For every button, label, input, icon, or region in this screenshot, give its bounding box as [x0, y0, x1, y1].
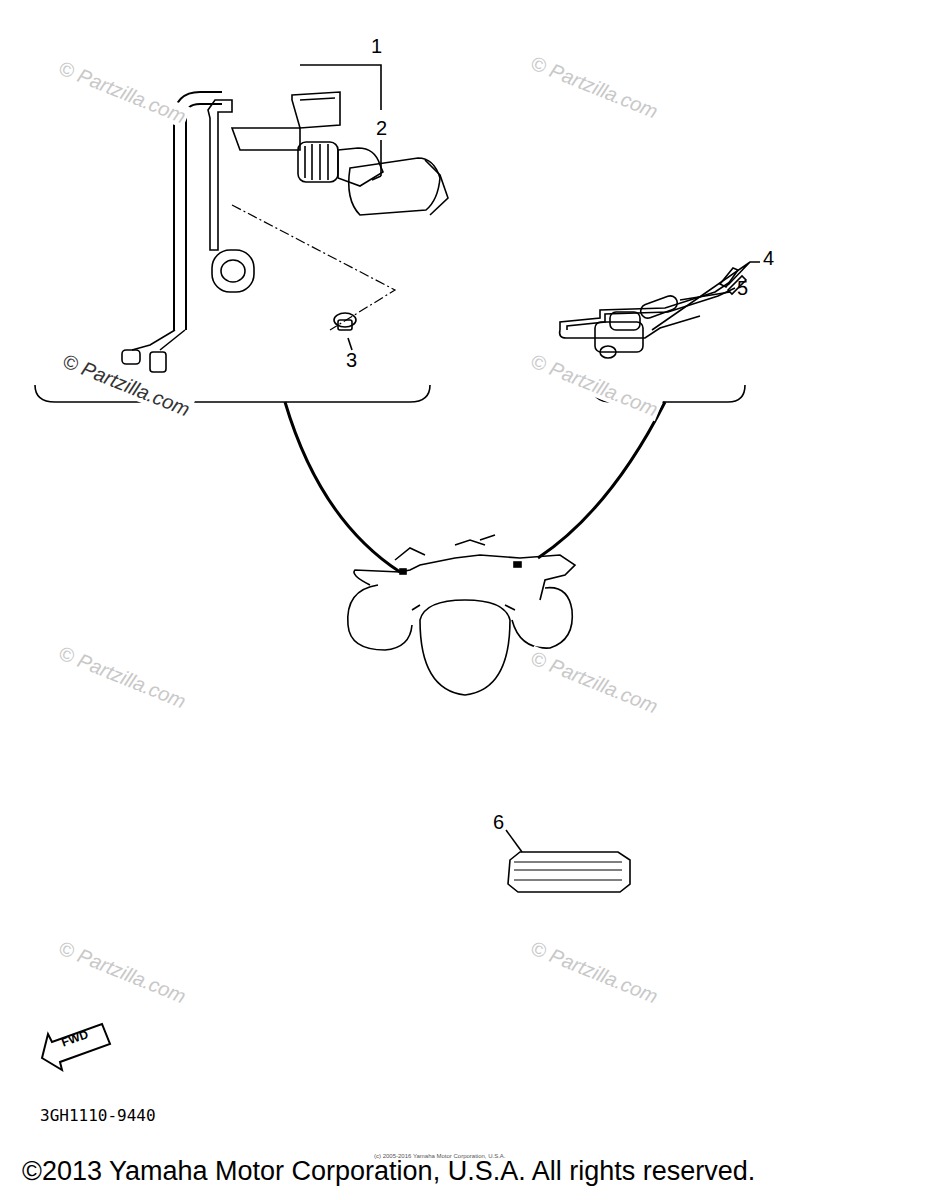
callout-number: 5	[737, 278, 748, 298]
callout-number: 3	[346, 350, 357, 370]
watermark: © Partzilla.com	[526, 646, 663, 718]
diagram-code: 3GH1110-9440	[40, 1108, 156, 1124]
callout-number: 1	[371, 36, 382, 56]
watermark: © Partzilla.com	[54, 56, 191, 128]
watermark: © Partzilla.com	[526, 51, 663, 123]
copyright-small: (c) 2005-2016 Yamaha Motor Corporation, …	[372, 1152, 508, 1160]
watermark: © Partzilla.com	[58, 349, 195, 421]
watermark: © Partzilla.com	[526, 349, 663, 421]
watermark: © Partzilla.com	[54, 641, 191, 713]
callout-number: 2	[376, 118, 387, 138]
callout-number: 4	[763, 248, 774, 268]
copyright-notice: ©2013 Yamaha Motor Corporation, U.S.A. A…	[22, 1158, 755, 1185]
fwd-label: FWD	[60, 1028, 90, 1049]
watermark: © Partzilla.com	[54, 936, 191, 1008]
callout-number: 6	[493, 812, 504, 832]
watermark: © Partzilla.com	[526, 936, 663, 1008]
